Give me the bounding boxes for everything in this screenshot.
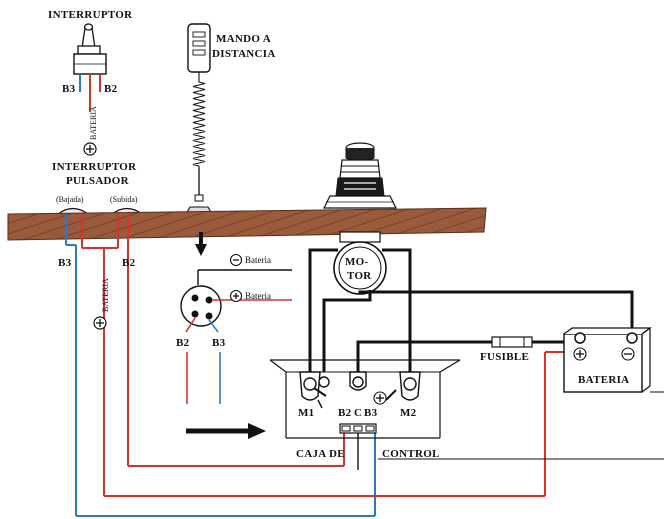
mando-label-line2: DISTANCIA [212,48,276,60]
box-b3-label: B3 [364,407,378,419]
pulsador-bateria-label: BATERIA [101,278,110,312]
pulsador-wires: B3 B2 BATERIA [58,214,572,517]
remote-connector: Bateria Bateria B2 B3 [176,253,292,404]
toggle-b2-label: B2 [104,83,118,95]
fuse: FUSIBLE [480,336,533,363]
fusible-label: FUSIBLE [480,351,529,363]
toggle-switch: INTERRUPTOR B3 B2 BATERIA [48,9,133,156]
boat-deck [7,207,487,241]
plus-bateria-label: Bateria [245,291,271,301]
box-b2-label: B2 [338,407,352,419]
mando-label-line1: MANDO A [216,33,271,45]
battery: BATERIA [563,327,652,393]
battery-label: BATERIA [578,374,629,386]
connector-b3-label: B3 [212,337,226,349]
down-arrow [195,232,207,256]
motor-label-line1: MO- [345,256,369,268]
m1-label: M1 [298,407,314,419]
control-label: CONTROL [382,448,440,460]
motor-label-line2: TOR [347,270,372,282]
toggle-bateria-label: BATERIA [89,106,98,140]
toggle-b3-label: B3 [62,83,76,95]
windlass [323,142,397,209]
pulsador-title-line2: PULSADOR [66,175,130,187]
remote-control: MANDO A DISTANCIA [185,23,276,215]
m2-label: M2 [400,407,417,419]
subida-label: (Subida) [110,195,138,204]
pulsador-b3-label: B3 [58,257,72,269]
pulsador-b2-label: B2 [122,257,136,269]
right-arrow [186,423,266,439]
control-box: M1 M2 B2 C B3 CAJA DE CONTROL [269,359,664,470]
caja-de-label: CAJA DE [296,448,345,460]
push-button-switch: INTERRUPTOR PULSADOR (Bajada) (Subida) [52,161,144,215]
connector-b2-label: B2 [176,337,190,349]
bajada-label: (Bajada) [56,195,84,204]
motor: MO- TOR [333,231,387,295]
minus-bateria-label: Bateria [245,255,271,265]
pulsador-title-line1: INTERRUPTOR [52,161,137,173]
box-c-label: C [354,407,362,419]
coiled-cable [192,72,206,168]
interruptor-label: INTERRUPTOR [48,9,133,21]
